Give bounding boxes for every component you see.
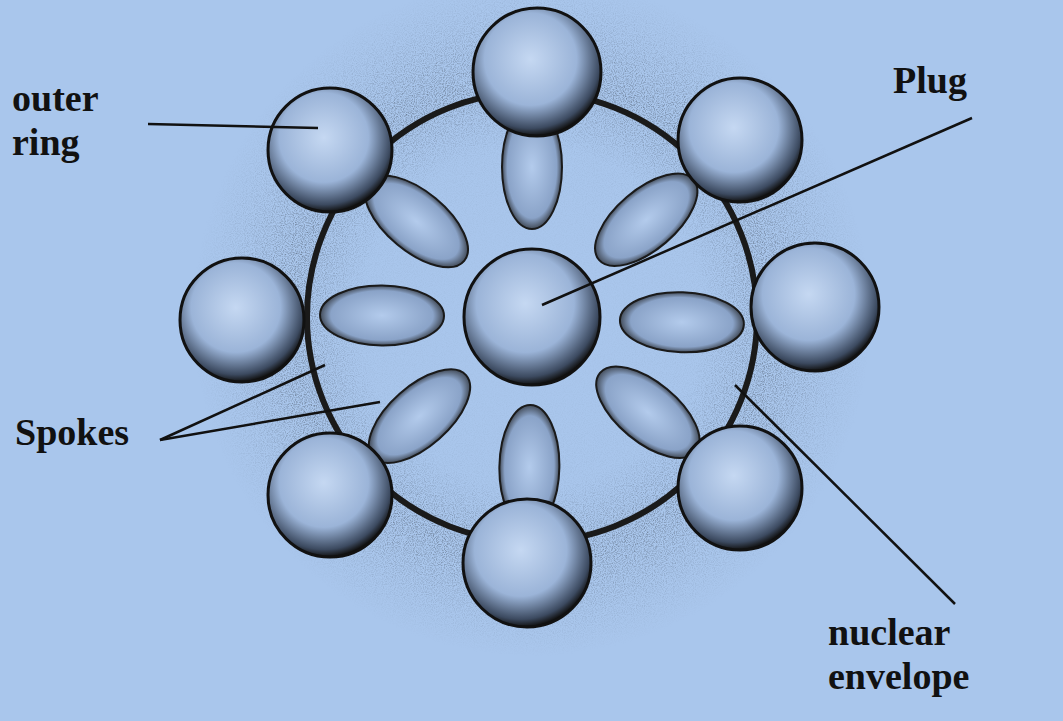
part-label: Plug	[893, 58, 1043, 102]
leader-lines	[148, 118, 972, 604]
outer-ring-subunits	[180, 8, 879, 627]
part-label: nuclear envelope	[828, 610, 1053, 698]
part-label: Spokes	[15, 410, 160, 454]
central-plug	[464, 249, 600, 385]
part-label: outer ring	[12, 76, 152, 164]
